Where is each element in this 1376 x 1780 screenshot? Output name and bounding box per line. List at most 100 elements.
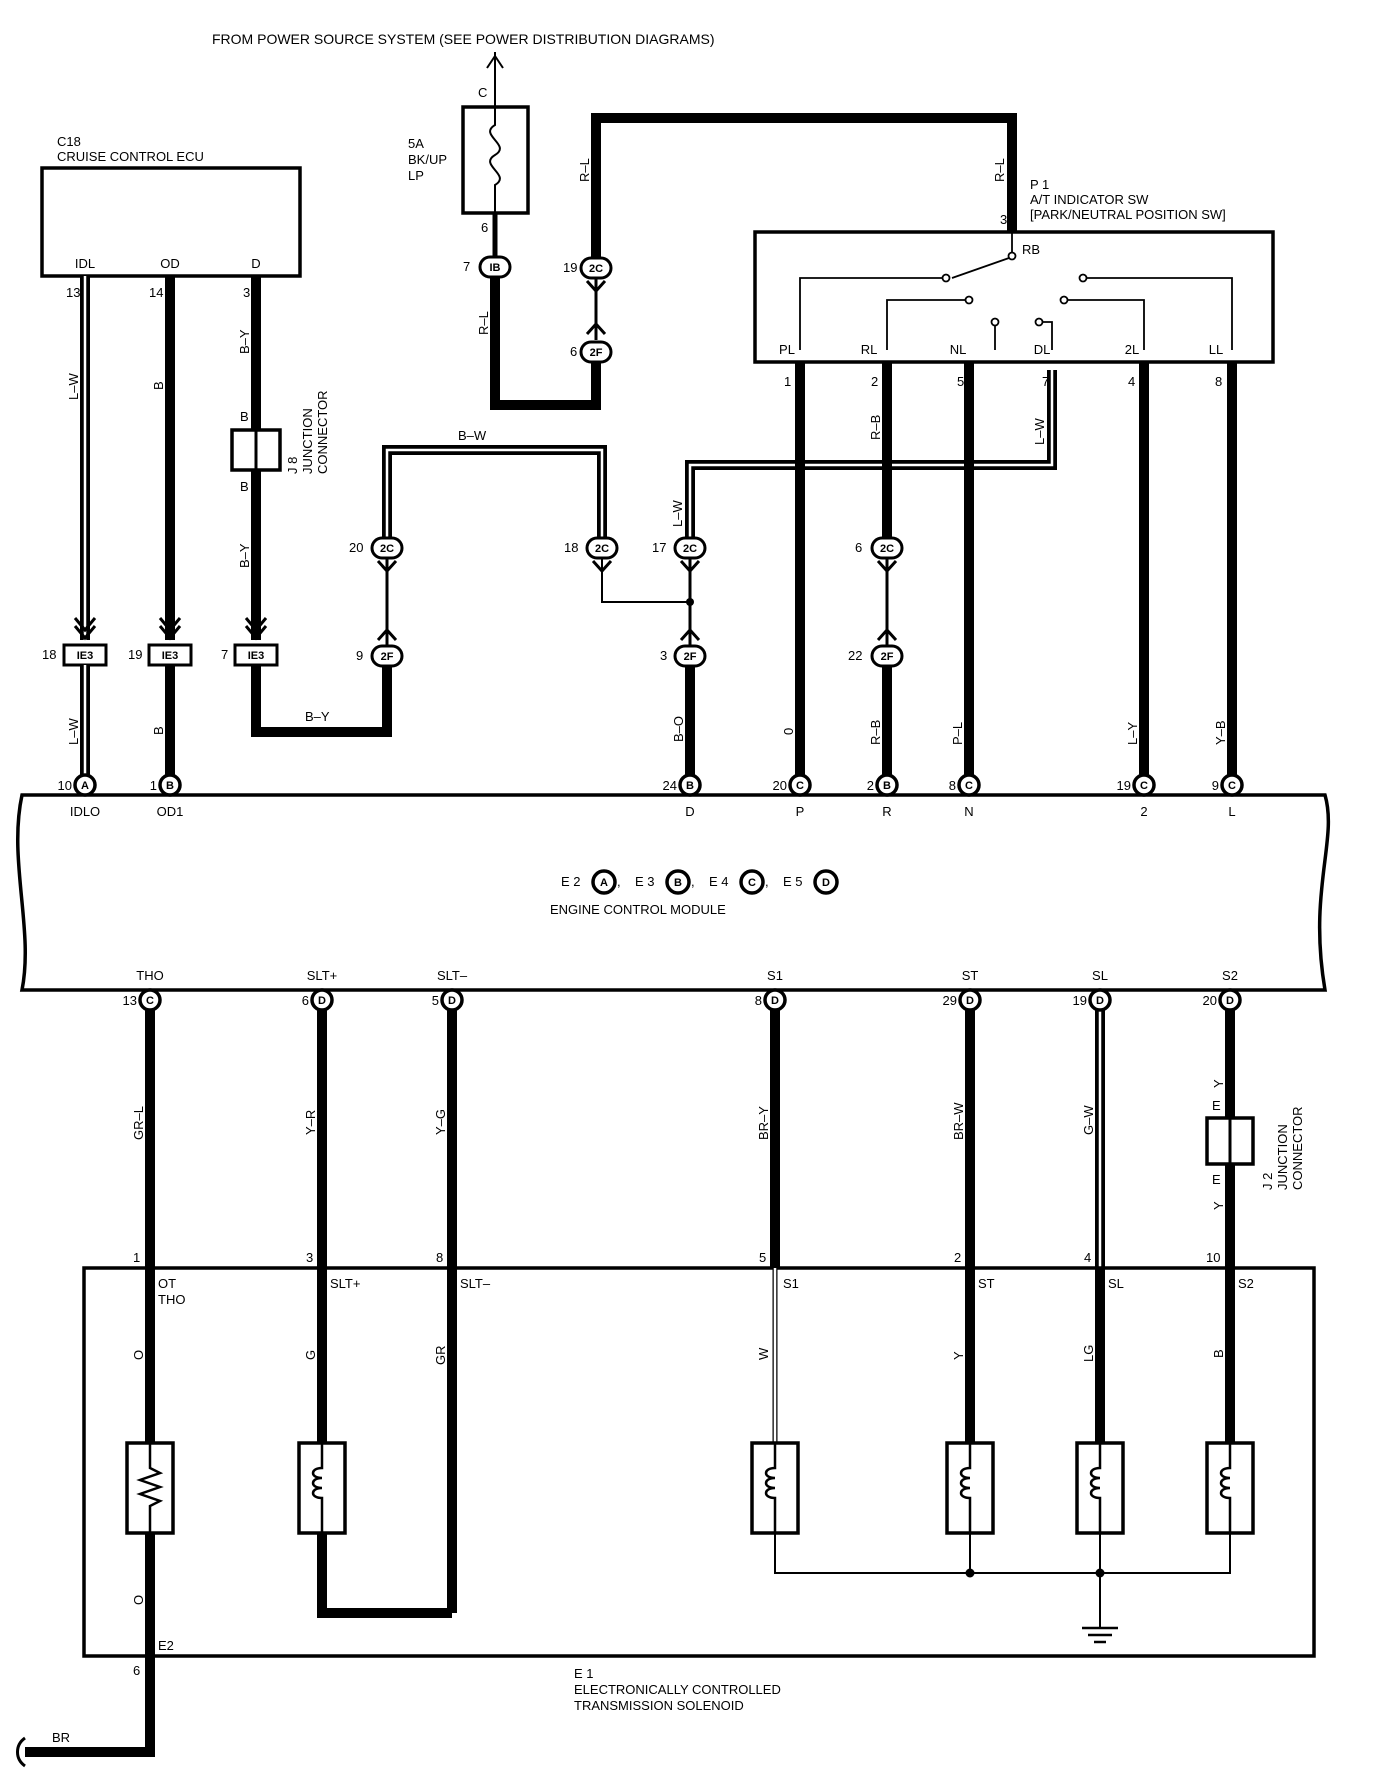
sltp-wire-label: Y–R (303, 1110, 318, 1135)
ie3-pin-19: 19 (128, 647, 142, 662)
solenoid-name-2: TRANSMISSION SOLENOID (574, 1698, 744, 1713)
sol-label-s2: S2 (1238, 1276, 1254, 1291)
second-wire-label: L–Y (1125, 722, 1140, 745)
cruise-ecu-name: CRUISE CONTROL ECU (57, 149, 204, 164)
connector-2c-20: 2C (370, 536, 404, 560)
svg-text:,: , (617, 874, 621, 889)
ecm-pin-p: 20 (773, 778, 787, 793)
s2-coil-icon (1205, 1441, 1255, 1535)
pnp-term-dl: DL (1034, 342, 1051, 357)
svg-text:E 5: E 5 (783, 874, 803, 889)
pnp-switch-box (753, 230, 1275, 364)
p-wire-label: 0 (781, 728, 796, 735)
fuse-icon (489, 107, 501, 213)
ecm-pin-sltp: 6 (302, 993, 309, 1008)
svg-text:2C: 2C (380, 543, 394, 555)
ecm-pin-idlo: 10 (58, 778, 72, 793)
slt-loop-wire (317, 1533, 452, 1618)
c2c18-splice-wire (601, 558, 690, 603)
power-arrow-icon (486, 54, 504, 69)
f2f6-pin: 6 (570, 344, 577, 359)
ecm-label-s1: S1 (767, 968, 783, 983)
st-wire-label: BR–W (951, 1102, 966, 1140)
j8-pin-top: B (240, 409, 249, 424)
pnp-pin-1: 1 (784, 374, 791, 389)
sol-ground-pin: 6 (133, 1663, 140, 1678)
svg-text:D: D (966, 995, 974, 1007)
sltm-wire-label: Y–G (433, 1109, 448, 1135)
pnp-common-label: RB (1022, 242, 1040, 257)
c2c17-wire-label: L–W (670, 500, 685, 527)
pnp-term-pl: PL (779, 342, 795, 357)
pnp-supply-pin: 3 (1000, 212, 1007, 227)
f2f9-pin: 9 (356, 648, 363, 663)
svg-text:2F: 2F (590, 347, 603, 359)
svg-text:2C: 2C (880, 543, 894, 555)
pnp-pin-4: 4 (1128, 374, 1135, 389)
connector-2f-9: 2F (370, 644, 404, 668)
tho-wire-label: GR–L (131, 1106, 146, 1140)
svg-text:C: C (748, 877, 756, 889)
j2-pin-bottom: E (1212, 1172, 1221, 1187)
sol-wire-g: G (303, 1350, 318, 1360)
solenoid-code: E 1 (574, 1666, 594, 1681)
svg-text:B: B (674, 877, 682, 889)
sol-ground-wire-out: BR (52, 1730, 70, 1745)
svg-text:C: C (1140, 780, 1148, 792)
ecm-label-od1: OD1 (157, 804, 184, 819)
connector-2f-6: 2F (579, 340, 613, 364)
sltp-coil-icon (297, 1441, 347, 1535)
j2-junction-connector (1205, 1116, 1255, 1166)
solenoid-name-1: ELECTRONICALLY CONTROLLED (574, 1682, 781, 1697)
r-wire-label-upper: R–B (868, 415, 883, 440)
svg-text:IE3: IE3 (248, 650, 265, 662)
svg-text:D: D (448, 995, 456, 1007)
cruise-pin-14: 14 (149, 285, 163, 300)
cruise-term-idl: IDL (75, 256, 95, 271)
solenoid-box (82, 1266, 1316, 1658)
s1-coil-icon (750, 1441, 800, 1535)
ecm-d-wire-label: B–O (671, 716, 686, 742)
sol-label-tho: THO (158, 1292, 185, 1307)
s1-wire-label: BR–Y (756, 1106, 771, 1140)
d-wire-label: B–Y (237, 329, 252, 354)
fuse-top-pin: C (478, 85, 487, 100)
connector-2c-18: 2C (585, 536, 619, 560)
f2f3-pin: 3 (660, 648, 667, 663)
connector-2f-3: 2F (673, 644, 707, 668)
ecm-pin-d: 24 (663, 778, 677, 793)
svg-text:B: B (686, 780, 694, 792)
j2-line2: CONNECTOR (1290, 1106, 1305, 1190)
ecm-label-2: 2 (1140, 804, 1147, 819)
n-wire-label: P–L (950, 722, 965, 745)
bw-wire (382, 445, 607, 538)
ie3-pin-7: 7 (221, 647, 228, 662)
sol-label-ot: OT (158, 1276, 176, 1291)
j8-wire-label: B–Y (237, 543, 252, 568)
od-wire-label: B (151, 381, 166, 390)
sol-label-sltm: SLT– (460, 1276, 491, 1291)
connector-ib: IB (478, 255, 512, 279)
pnp-term-rl: RL (861, 342, 878, 357)
pnp-name: A/T INDICATOR SW (1030, 192, 1149, 207)
sol-wire-o: O (131, 1350, 146, 1360)
svg-text:2C: 2C (595, 543, 609, 555)
svg-text:D: D (318, 995, 326, 1007)
idlo-wire-label: L–W (66, 718, 81, 745)
sol-wire-y: Y (951, 1351, 966, 1360)
ecm-label-d: D (685, 804, 694, 819)
sol-wire-gr: GR (433, 1346, 448, 1366)
sol-pin-10: 10 (1206, 1250, 1220, 1265)
svg-text:2F: 2F (381, 651, 394, 663)
svg-text:C: C (796, 780, 804, 792)
l-wire-label: Y–B (1213, 720, 1228, 745)
pnp-term-ll: LL (1209, 342, 1223, 357)
cruise-term-od: OD (160, 256, 180, 271)
svg-text:,: , (691, 874, 695, 889)
cruise-ecu-box (40, 166, 302, 278)
svg-text:C: C (965, 780, 973, 792)
svg-text:B: B (166, 780, 174, 792)
pnp-term-2l: 2L (1125, 342, 1139, 357)
sol-ground-label: E2 (158, 1638, 174, 1653)
